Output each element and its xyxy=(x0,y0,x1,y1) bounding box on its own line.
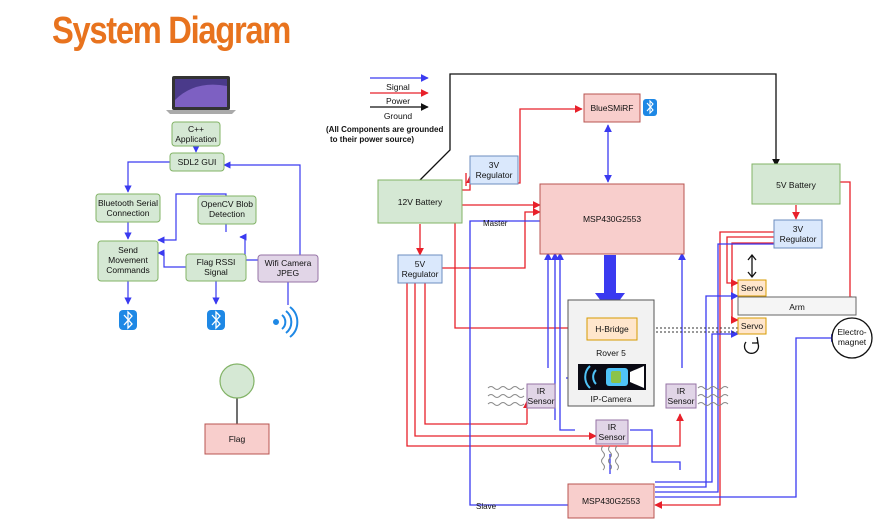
svg-text:IR: IR xyxy=(537,386,546,396)
svg-text:H-Bridge: H-Bridge xyxy=(595,324,629,334)
ir-sensor-right-box: IR Sensor xyxy=(665,383,697,409)
opencv-blob-box: OpenCV Blob Detection xyxy=(197,195,257,225)
battery-12v-box: 12V Battery xyxy=(377,179,463,224)
svg-text:Signal: Signal xyxy=(204,267,228,277)
ir-sensor-left-box: IR Sensor xyxy=(526,383,556,409)
svg-text:Commands: Commands xyxy=(106,265,149,275)
svg-text:Regulator: Regulator xyxy=(780,234,817,244)
rover-5-box: H-Bridge Rover 5 IP-Camera xyxy=(567,299,655,407)
svg-text:Application: Application xyxy=(175,134,217,144)
svg-text:to their power source): to their power source) xyxy=(330,135,414,144)
svg-text:5V Battery: 5V Battery xyxy=(776,180,816,190)
svg-text:Regulator: Regulator xyxy=(402,269,439,279)
svg-text:IR: IR xyxy=(677,386,686,396)
svg-text:JPEG: JPEG xyxy=(277,268,299,278)
svg-text:MSP430G2553: MSP430G2553 xyxy=(582,496,640,506)
svg-text:Electro-: Electro- xyxy=(837,327,866,337)
up-down-arrow-icon xyxy=(747,253,757,279)
svg-text:Flag: Flag xyxy=(229,434,246,444)
video-camera-icon xyxy=(584,365,644,389)
svg-text:magnet: magnet xyxy=(838,337,867,347)
svg-text:BlueSMiRF: BlueSMiRF xyxy=(591,103,634,113)
svg-text:12V Battery: 12V Battery xyxy=(398,197,443,207)
svg-text:Servo: Servo xyxy=(741,283,763,293)
svg-text:Sensor: Sensor xyxy=(599,432,626,442)
svg-text:Bluetooth Serial: Bluetooth Serial xyxy=(98,198,158,208)
bluetooth-icon xyxy=(207,310,225,330)
regulator-5v-box: 5V Regulator xyxy=(397,254,443,284)
mcu-slave-box: MSP430G2553 xyxy=(567,483,655,519)
svg-text:Connection: Connection xyxy=(106,208,149,218)
ir-waves-icon xyxy=(697,386,729,406)
svg-text:Send: Send xyxy=(118,245,138,255)
bluesmirf-box: BlueSMiRF xyxy=(583,93,641,123)
page-title: System Diagram xyxy=(52,10,291,52)
wifi-icon xyxy=(273,306,299,338)
laptop-icon xyxy=(166,76,236,114)
svg-text:5V: 5V xyxy=(415,259,426,269)
regulator-3v-left-box: 3V Regulator xyxy=(469,155,519,185)
svg-text:Power: Power xyxy=(386,96,410,106)
ir-waves-icon xyxy=(487,386,525,406)
svg-text:Flag RSSI: Flag RSSI xyxy=(197,257,236,267)
svg-text:Movement: Movement xyxy=(108,255,148,265)
wifi-camera-box: Wifi Camera JPEG xyxy=(257,254,319,283)
bluetooth-icon xyxy=(119,310,137,330)
servo-top-box: Servo xyxy=(737,279,767,297)
battery-5v-box: 5V Battery xyxy=(751,163,841,205)
bluetooth-serial-box: Bluetooth Serial Connection xyxy=(95,193,161,223)
svg-text:MSP430G2553: MSP430G2553 xyxy=(583,214,641,224)
svg-text:IR: IR xyxy=(608,422,617,432)
ir-waves-icon xyxy=(601,445,619,471)
flag-rssi-box: Flag RSSI Signal xyxy=(185,253,247,282)
svg-text:Regulator: Regulator xyxy=(476,170,513,180)
servo-bottom-box: Servo xyxy=(737,317,767,335)
svg-text:3V: 3V xyxy=(489,160,500,170)
svg-text:Sensor: Sensor xyxy=(668,396,695,406)
rotate-icon xyxy=(743,336,760,354)
svg-text:Ground: Ground xyxy=(384,111,413,121)
svg-text:C++: C++ xyxy=(188,124,204,134)
svg-text:(All Components are grounded: (All Components are grounded xyxy=(326,125,443,134)
svg-text:3V: 3V xyxy=(793,224,804,234)
mcu-master-box: MSP430G2553 xyxy=(539,183,685,255)
svg-text:OpenCV Blob: OpenCV Blob xyxy=(201,199,253,209)
flag-symbol: Flag xyxy=(204,363,270,455)
svg-text:Detection: Detection xyxy=(209,209,245,219)
svg-text:Arm: Arm xyxy=(789,302,805,312)
svg-text:Wifi Camera: Wifi Camera xyxy=(265,258,312,268)
legend: Signal Power Ground (All Components are … xyxy=(326,74,443,144)
arm-bar: Arm xyxy=(737,296,857,316)
svg-text:Signal: Signal xyxy=(386,82,410,92)
svg-text:Master: Master xyxy=(483,219,508,228)
sdl2-gui-box: SDL2 GUI xyxy=(169,152,225,172)
ir-sensor-bottom-box: IR Sensor xyxy=(595,419,629,445)
electromagnet-circle: Electro- magnet xyxy=(831,317,873,359)
cpp-application-box: C++ Application xyxy=(171,121,221,147)
send-movement-box: Send Movement Commands xyxy=(97,240,159,282)
svg-text:Servo: Servo xyxy=(741,321,763,331)
svg-text:Rover 5: Rover 5 xyxy=(596,348,626,358)
regulator-3v-right-box: 3V Regulator xyxy=(773,219,823,249)
bluetooth-icon xyxy=(643,99,657,116)
svg-text:SDL2 GUI: SDL2 GUI xyxy=(178,157,217,167)
svg-text:Slave: Slave xyxy=(476,502,497,511)
svg-text:Sensor: Sensor xyxy=(528,396,555,406)
svg-text:IP-Camera: IP-Camera xyxy=(590,394,631,404)
